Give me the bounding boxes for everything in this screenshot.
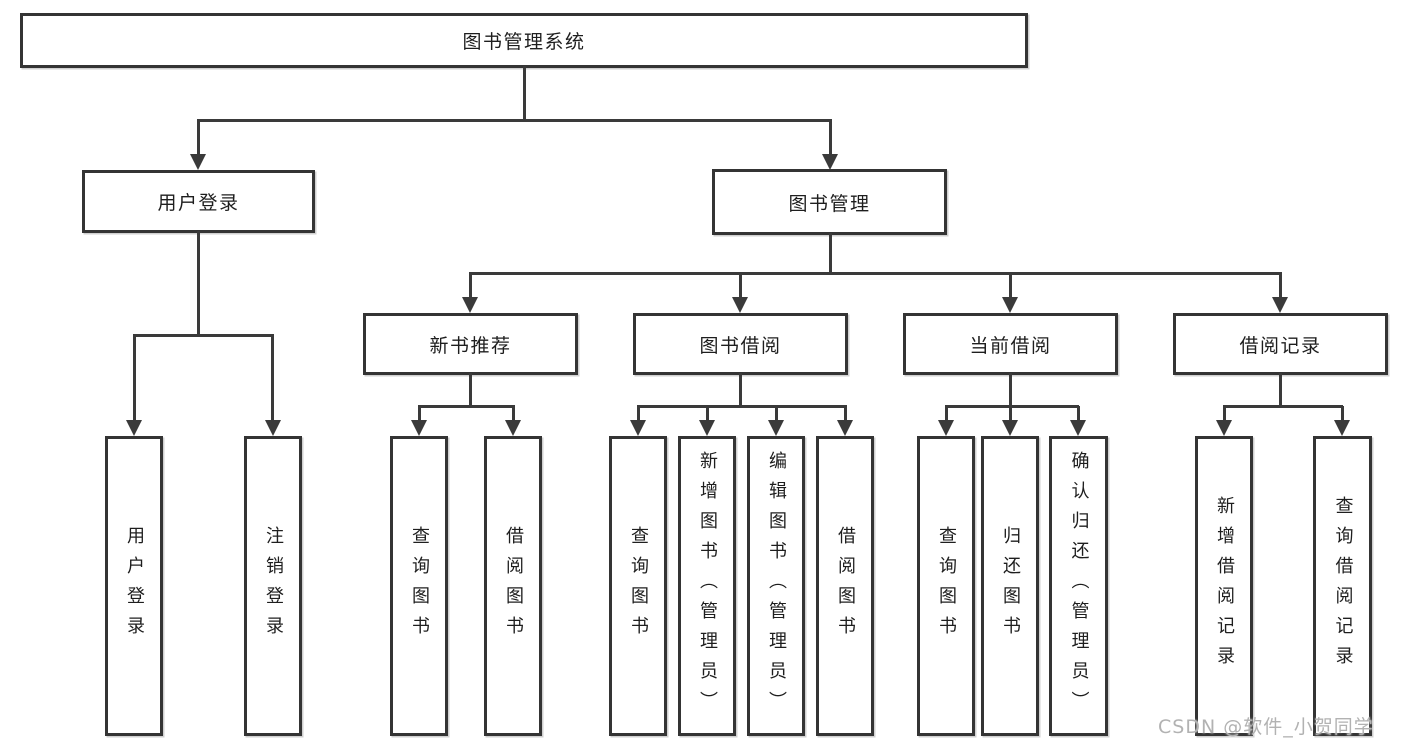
arrowhead-down-icon <box>1272 297 1288 313</box>
arrowhead-down-icon <box>190 154 206 170</box>
node-label: 图书管理系统 <box>462 31 586 53</box>
node-user-login: 用户登录 <box>82 170 315 233</box>
connector-line-v <box>844 406 847 422</box>
leaf-label: 借阅图书 <box>835 526 856 646</box>
leaf-label: 新增图书（管理员） <box>697 451 718 721</box>
leaf-query-books-borrow: 查询图书 <box>609 436 667 736</box>
connector-line-v <box>1077 406 1080 422</box>
connector-line-v <box>469 273 472 299</box>
connector-line-h <box>133 334 274 337</box>
leaf-query-books-recommend: 查询图书 <box>390 436 448 736</box>
leaf-logout: 注销登录 <box>244 436 302 736</box>
connector-line-v <box>829 120 832 156</box>
connector-line-v <box>739 273 742 299</box>
node-label: 新书推荐 <box>429 334 512 357</box>
leaf-label: 编辑图书（管理员） <box>766 451 787 721</box>
connector-line-v <box>945 406 948 422</box>
leaf-add-borrow-record: 新增借阅记录 <box>1195 436 1253 736</box>
arrowhead-down-icon <box>1070 420 1086 436</box>
arrowhead-down-icon <box>126 420 142 436</box>
node-book-management: 图书管理 <box>712 169 947 235</box>
leaf-user-login: 用户登录 <box>105 436 163 736</box>
arrowhead-down-icon <box>732 297 748 313</box>
connector-line-h <box>1223 405 1343 408</box>
leaf-confirm-return-admin: 确认归还（管理员） <box>1049 436 1108 736</box>
leaf-label: 查询图书 <box>628 526 649 646</box>
connector-line-v <box>418 406 421 422</box>
leaf-label: 确认归还（管理员） <box>1068 451 1090 721</box>
arrowhead-down-icon <box>768 420 784 436</box>
leaf-borrow-books: 借阅图书 <box>816 436 874 736</box>
arrowhead-down-icon <box>1216 420 1232 436</box>
connector-line-h <box>418 405 515 408</box>
connector-line-v <box>706 406 709 422</box>
connector-line-v <box>1223 406 1226 422</box>
leaf-label: 查询借阅记录 <box>1332 496 1354 676</box>
connector-line-v <box>197 231 200 336</box>
connector-line-v <box>829 233 832 275</box>
node-label: 当前借阅 <box>969 334 1052 357</box>
connector-line-v <box>523 66 526 121</box>
arrowhead-down-icon <box>699 420 715 436</box>
node-label: 用户登录 <box>157 192 240 214</box>
connector-line-v <box>1009 373 1012 408</box>
leaf-label: 注销登录 <box>263 526 284 646</box>
connector-line-v <box>1009 406 1012 422</box>
connector-line-v <box>1341 406 1344 422</box>
arrowhead-down-icon <box>630 420 646 436</box>
arrowhead-down-icon <box>505 420 521 436</box>
connector-line-v <box>775 406 778 422</box>
leaf-return-books: 归还图书 <box>981 436 1039 736</box>
arrowhead-down-icon <box>265 420 281 436</box>
connector-line-h <box>197 119 832 122</box>
leaf-label: 查询图书 <box>936 526 957 646</box>
connector-line-v <box>637 406 640 422</box>
arrowhead-down-icon <box>462 297 478 313</box>
leaf-query-borrow-record: 查询借阅记录 <box>1313 436 1372 736</box>
arrowhead-down-icon <box>837 420 853 436</box>
leaf-add-book-admin: 新增图书（管理员） <box>678 436 736 736</box>
connector-line-h <box>637 405 847 408</box>
leaf-label: 归还图书 <box>1000 526 1021 646</box>
arrowhead-down-icon <box>822 154 838 170</box>
leaf-label: 借阅图书 <box>503 526 524 646</box>
connector-line-h <box>945 405 1079 408</box>
connector-line-v <box>1279 273 1282 299</box>
connector-line-v <box>739 373 742 408</box>
csdn-watermark: CSDN @软件_小贺同学 <box>1158 716 1374 738</box>
node-library-management-system: 图书管理系统 <box>20 13 1028 68</box>
node-label: 图书借阅 <box>699 334 782 357</box>
node-borrowing-records: 借阅记录 <box>1173 313 1388 375</box>
connector-line-v <box>271 335 274 422</box>
arrowhead-down-icon <box>1002 420 1018 436</box>
connector-line-v <box>469 373 472 408</box>
connector-line-v <box>512 406 515 422</box>
connector-line-v <box>133 335 136 422</box>
node-label: 借阅记录 <box>1239 334 1322 357</box>
leaf-query-books-current: 查询图书 <box>917 436 975 736</box>
leaf-borrow-books-recommend: 借阅图书 <box>484 436 542 736</box>
node-current-borrowing: 当前借阅 <box>903 313 1118 375</box>
connector-line-v <box>1009 273 1012 299</box>
arrowhead-down-icon <box>1002 297 1018 313</box>
arrowhead-down-icon <box>938 420 954 436</box>
leaf-label: 新增借阅记录 <box>1214 496 1235 676</box>
connector-line-h <box>469 272 1282 275</box>
leaf-label: 查询图书 <box>409 526 430 646</box>
connector-line-v <box>197 120 200 156</box>
arrowhead-down-icon <box>411 420 427 436</box>
arrowhead-down-icon <box>1334 420 1350 436</box>
node-book-borrowing: 图书借阅 <box>633 313 848 375</box>
connector-line-v <box>1279 373 1282 408</box>
leaf-edit-book-admin: 编辑图书（管理员） <box>747 436 805 736</box>
node-label: 图书管理 <box>788 192 871 215</box>
leaf-label: 用户登录 <box>124 526 145 646</box>
node-new-book-recommendation: 新书推荐 <box>363 313 578 375</box>
